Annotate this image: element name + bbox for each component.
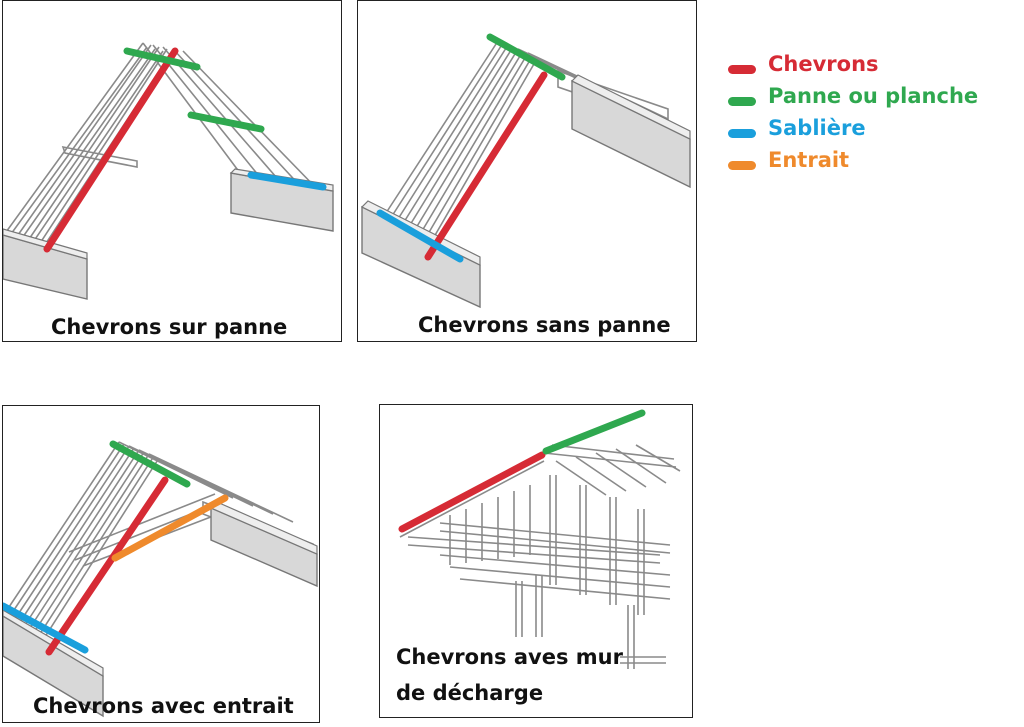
chevron-marker <box>43 47 179 253</box>
diagram-chevrons-mur-decharge <box>398 409 681 669</box>
legend-swatch-entrait <box>728 161 756 170</box>
sabliere-marker <box>247 171 327 191</box>
diagram-chevrons-sans-panne <box>360 33 691 309</box>
legend-label: Entrait <box>768 148 850 172</box>
legend-label: Sablière <box>768 116 866 140</box>
legend-swatch-sabliere <box>728 129 756 138</box>
panel-chevrons-mur-decharge: Chevrons aves mur de décharge <box>379 404 693 718</box>
panne-marker-top <box>123 47 201 71</box>
legend-label: Chevrons <box>768 52 879 76</box>
caption-chevrons-avec-entrait: Chevrons avec entrait <box>33 694 294 718</box>
panne-marker <box>542 409 646 455</box>
entrait-marker <box>111 494 229 562</box>
panne-marker-mid <box>187 111 265 133</box>
legend-swatch-chevrons <box>728 65 756 74</box>
chevron-marker <box>398 451 546 533</box>
caption-mur-decharge-line1: Chevrons aves mur <box>396 645 623 669</box>
diagram-chevrons-avec-entrait <box>3 440 318 718</box>
panel-chevrons-avec-entrait: Chevrons avec entrait <box>2 405 320 723</box>
legend-label: Panne ou planche <box>768 84 979 108</box>
panne-marker <box>486 33 566 81</box>
panel-chevrons-sans-panne: Chevrons sans panne <box>357 0 697 342</box>
panne-marker <box>109 440 191 488</box>
caption-mur-decharge-line2: de décharge <box>396 681 544 705</box>
chevron-marker <box>424 71 548 261</box>
diagram-chevrons-sur-panne <box>3 42 334 300</box>
caption-chevrons-sur-panne: Chevrons sur panne <box>51 315 288 339</box>
caption-chevrons-sans-panne: Chevrons sans panne <box>418 313 671 337</box>
legend-swatch-panne <box>728 97 756 106</box>
panel-chevrons-sur-panne: Chevrons sur panne <box>2 0 342 342</box>
sabliere-marker <box>376 209 464 263</box>
chevron-marker <box>45 476 169 656</box>
sabliere-marker <box>3 602 89 654</box>
